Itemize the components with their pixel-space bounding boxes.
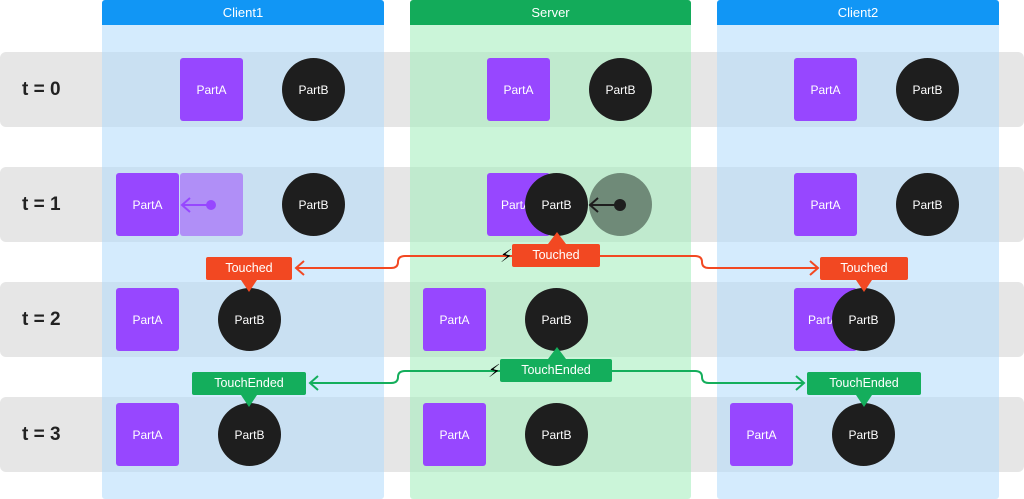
client1-partb-t3: PartB bbox=[218, 403, 281, 466]
server-partb-t3: PartB bbox=[525, 403, 588, 466]
touch-ended-pointer-server bbox=[548, 347, 566, 359]
column-header-client1: Client1 bbox=[102, 0, 384, 25]
server-parta-t0: PartA bbox=[487, 58, 550, 121]
touch-ended-connector bbox=[308, 370, 806, 391]
server-partb-t2: PartB bbox=[525, 288, 588, 351]
client1-partb-t2: PartB bbox=[218, 288, 281, 351]
client1-partb-t1: PartB bbox=[282, 173, 345, 236]
client1-parta-t0: PartA bbox=[180, 58, 243, 121]
server-partb-t0: PartB bbox=[589, 58, 652, 121]
client2-partb-t3: PartB bbox=[832, 403, 895, 466]
row-label: t = 0 bbox=[22, 79, 61, 100]
touch-ended-pointer-client1 bbox=[241, 395, 257, 407]
client1-partb-t0: PartB bbox=[282, 58, 345, 121]
touch-ended-tag-client1: TouchEnded bbox=[192, 372, 306, 395]
client1-parta-t3: PartA bbox=[116, 403, 179, 466]
server-parta-t2: PartA bbox=[423, 288, 486, 351]
client2-parta-t1: PartA bbox=[794, 173, 857, 236]
lightning-bolt-icon: ⚡ bbox=[488, 361, 501, 381]
touched-pointer-server bbox=[548, 232, 566, 244]
client2-parta-t3: PartA bbox=[730, 403, 793, 466]
touched-tag-server: Touched bbox=[512, 244, 600, 267]
client1-parta-t2: PartA bbox=[116, 288, 179, 351]
touch-ended-pointer-client2 bbox=[856, 395, 872, 407]
touched-tag-client2: Touched bbox=[820, 257, 908, 280]
touched-connector bbox=[294, 255, 820, 276]
server-motion-arrow bbox=[588, 197, 626, 213]
lightning-bolt-icon: ⚡ bbox=[500, 246, 513, 266]
touched-tag-client1: Touched bbox=[206, 257, 292, 280]
touched-pointer-client1 bbox=[241, 280, 257, 292]
client2-partb-t0: PartB bbox=[896, 58, 959, 121]
client2-partb-t1: PartB bbox=[896, 173, 959, 236]
touched-pointer-client2 bbox=[856, 280, 872, 292]
row-label: t = 3 bbox=[22, 424, 61, 445]
client1-motion-arrow bbox=[180, 197, 216, 213]
server-parta-t3: PartA bbox=[423, 403, 486, 466]
row-label: t = 1 bbox=[22, 194, 61, 215]
touch-ended-tag-client2: TouchEnded bbox=[807, 372, 921, 395]
touch-ended-tag-server: TouchEnded bbox=[500, 359, 612, 382]
client2-partb-t2: PartB bbox=[832, 288, 895, 351]
server-partb-t1: PartB bbox=[525, 173, 588, 236]
client1-parta-t1: PartA bbox=[116, 173, 179, 236]
column-header-client2: Client2 bbox=[717, 0, 999, 25]
row-label: t = 2 bbox=[22, 309, 61, 330]
column-header-server: Server bbox=[410, 0, 691, 25]
client2-parta-t0: PartA bbox=[794, 58, 857, 121]
